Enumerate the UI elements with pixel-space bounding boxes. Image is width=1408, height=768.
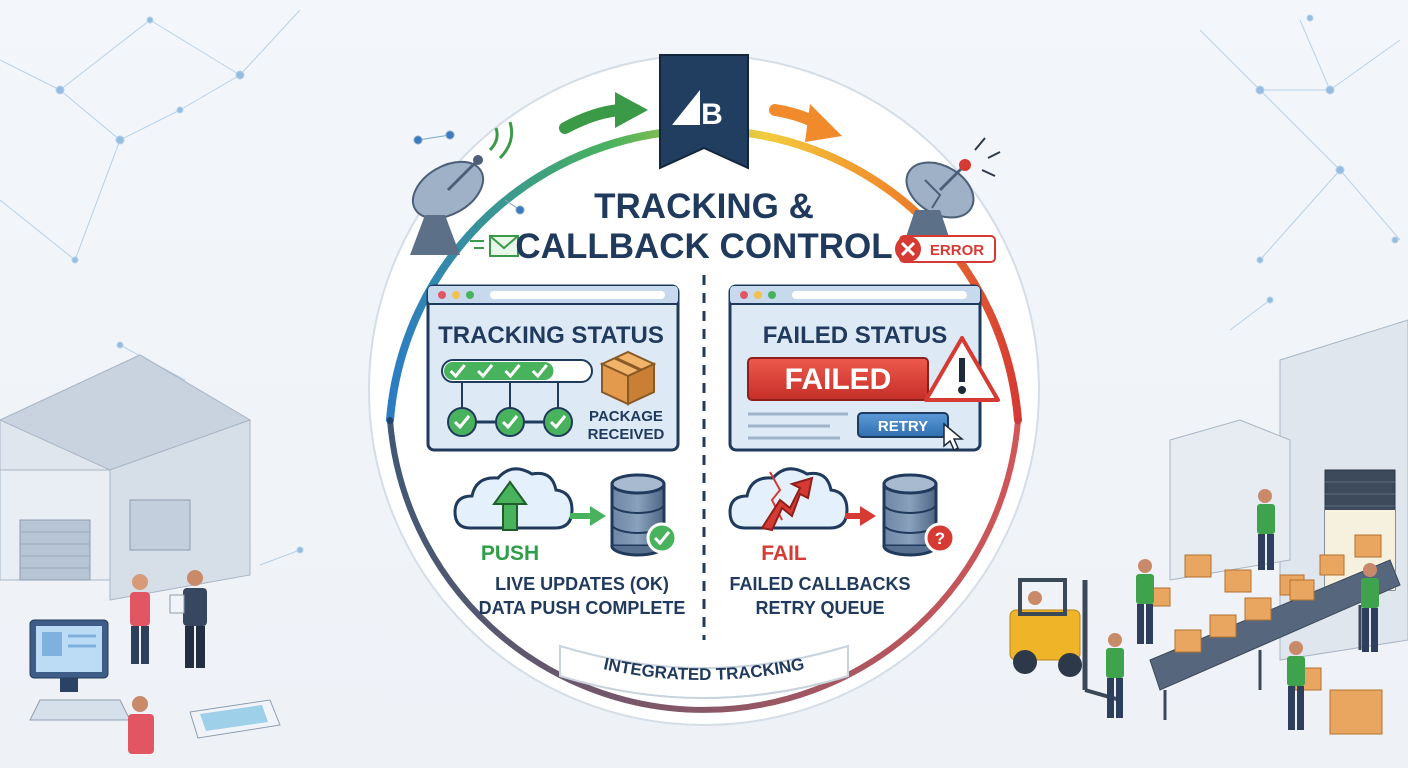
tracking-status-heading: TRACKING STATUS xyxy=(438,322,664,349)
milestone-1-check-icon xyxy=(447,407,477,437)
orange-flow-arrow xyxy=(769,104,842,142)
green-flow-arrow xyxy=(559,92,648,134)
fail-caption-line-2: RETRY QUEUE xyxy=(755,598,884,618)
error-badge-label: ERROR xyxy=(930,242,984,259)
failed-banner xyxy=(747,357,929,401)
progress-check-icon xyxy=(449,364,466,379)
workers-illustration xyxy=(1106,489,1379,730)
warning-triangle-icon xyxy=(924,336,1000,402)
progress-check-icon xyxy=(504,364,521,379)
window-maximize-dot xyxy=(466,291,474,299)
failed-status-heading: FAILED STATUS xyxy=(763,322,947,349)
failed-banner-label: FAILED xyxy=(785,363,892,396)
failed-status-panel: FAILED STATUS FAILED RETRY xyxy=(728,284,1000,452)
window-maximize-dot xyxy=(768,291,776,299)
package-box-icon xyxy=(599,350,657,406)
database-icon xyxy=(882,473,938,557)
status-ring-bottom xyxy=(387,417,1021,713)
upload-arrow-icon xyxy=(492,480,528,531)
satellite-dish-icon xyxy=(410,121,525,255)
window-minimize-dot xyxy=(452,291,460,299)
green-right-arrow-icon xyxy=(570,506,606,526)
success-check-icon xyxy=(646,522,678,554)
network-background xyxy=(0,9,1401,566)
milestone-2-check-icon xyxy=(495,407,525,437)
package-label-line-2: RECEIVED xyxy=(588,426,665,443)
push-caption-line-2: DATA PUSH COMPLETE xyxy=(479,598,686,618)
brand-logo-letter: B xyxy=(701,98,723,131)
broken-arrow-icon xyxy=(760,476,814,532)
email-icon xyxy=(470,235,519,257)
milestone-checks xyxy=(447,382,573,437)
title-line-2: CALLBACK CONTROL xyxy=(515,227,892,266)
milestone-3-check-icon xyxy=(543,407,573,437)
push-label: PUSH xyxy=(481,542,539,565)
fail-flow: ? FAIL FAILED CALLBACKS RETRY QUEUE xyxy=(728,467,956,618)
retry-button[interactable] xyxy=(857,412,949,438)
left-warehouse-illustration xyxy=(0,354,252,601)
question-mark-icon xyxy=(924,522,956,554)
progress-check-icon xyxy=(477,364,494,379)
window-close-dot xyxy=(438,291,446,299)
progress-fill xyxy=(444,362,554,380)
red-right-arrow-icon xyxy=(845,506,876,526)
window-close-dot xyxy=(740,291,748,299)
tracking-status-panel: TRACKING STATUS PACKAGE RECEIVED xyxy=(426,284,680,452)
conveyor-belt-illustration xyxy=(1149,559,1401,720)
push-flow: PUSH LIVE UPDATES (OK) DATA PUSH COMPLET… xyxy=(453,467,686,618)
push-caption-line-1: LIVE UPDATES (OK) xyxy=(495,574,669,594)
window-minimize-dot xyxy=(754,291,762,299)
forklift-illustration xyxy=(1009,578,1121,702)
package-label-line-1: PACKAGE xyxy=(589,408,663,425)
svg-text:?: ? xyxy=(935,529,945,548)
broken-satellite-dish-icon xyxy=(905,137,1001,240)
error-badge: ERROR xyxy=(895,235,996,263)
cloud-icon xyxy=(728,467,849,530)
retry-button-label[interactable]: RETRY xyxy=(878,418,928,435)
brand-logo: B xyxy=(659,54,749,170)
fail-label: FAIL xyxy=(761,542,807,565)
progress-check-icon xyxy=(531,364,548,379)
title-line-1: TRACKING & xyxy=(594,187,814,226)
office-workers-illustration xyxy=(29,570,281,754)
fail-caption-line-1: FAILED CALLBACKS xyxy=(730,574,911,594)
cursor-icon xyxy=(943,422,965,452)
